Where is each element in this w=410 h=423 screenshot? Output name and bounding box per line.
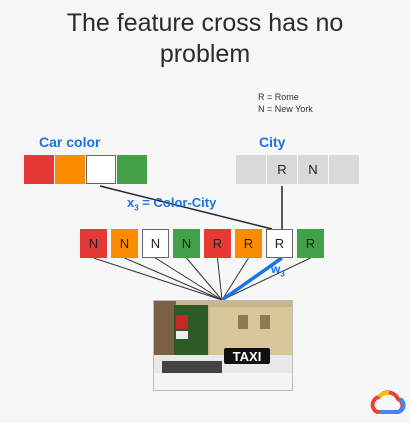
slide-title-line-2: problem (159, 40, 251, 68)
fan-line (186, 257, 223, 301)
taxi-photo: TAXI (153, 300, 293, 391)
cross-formula-subscript: 3 (134, 203, 139, 213)
fan-line (155, 257, 223, 301)
crossed-cell: R (297, 229, 324, 258)
crossed-cell: N (80, 229, 107, 258)
fan-line (217, 257, 223, 301)
legend-new-york: N = New York (258, 103, 313, 114)
cross-formula: x3 = Color-City (127, 195, 216, 213)
crossed-cell: N (173, 229, 200, 258)
crossed-cell: N (111, 229, 138, 258)
fan-line (221, 257, 311, 301)
slide-title-line-1: The feature cross has no (66, 9, 344, 37)
cross-formula-text: = Color-City (138, 195, 217, 210)
weight-letter: w (271, 262, 281, 276)
car-color-cell (86, 155, 116, 184)
car-color-cell (117, 155, 147, 184)
weight-label: w3 (271, 262, 285, 278)
crossed-cell: R (235, 229, 262, 258)
car-color-cell (24, 155, 54, 184)
city-cell: R (267, 155, 297, 184)
w3-weight-line (220, 256, 284, 302)
fan-line (124, 257, 223, 301)
city-cell: N (298, 155, 328, 184)
city-legend: R = Rome N = New York (258, 92, 313, 115)
color-to-cross-line (99, 185, 273, 230)
city-cell (329, 155, 359, 184)
weight-subscript: 3 (280, 269, 285, 279)
crossed-cell: R (266, 229, 293, 258)
city-cell (236, 155, 266, 184)
google-cloud-logo-icon (370, 390, 406, 414)
car-color-cell (55, 155, 85, 184)
cross-formula-x: x (127, 195, 135, 210)
taxi-sign-text: TAXI (233, 349, 262, 364)
crossed-cell: R (204, 229, 231, 258)
city-label: City (259, 134, 286, 150)
fan-line (221, 257, 249, 301)
legend-rome: R = Rome (258, 92, 299, 102)
fan-line (93, 257, 223, 301)
car-color-label: Car color (39, 134, 101, 150)
crossed-cell: N (142, 229, 169, 258)
